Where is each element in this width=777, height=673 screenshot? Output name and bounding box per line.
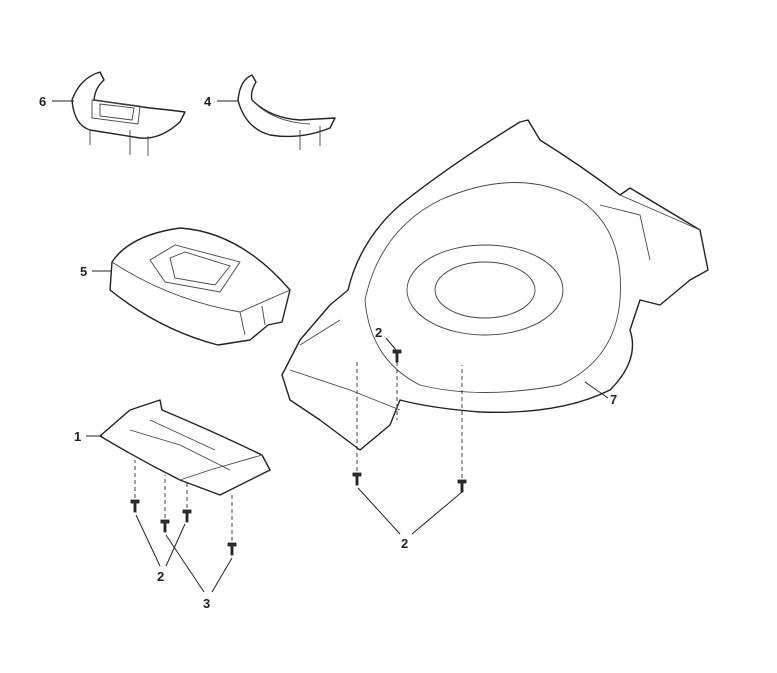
callout-6: 6: [39, 94, 46, 109]
part-7-deck: [281, 119, 709, 451]
part-5-cover: [109, 227, 291, 346]
part-6-handle-cover: [71, 71, 186, 156]
alignment-lines: [134, 355, 463, 548]
callout-7: 7: [610, 392, 617, 407]
callout-1: 1: [74, 429, 81, 444]
leader-lines: [52, 100, 609, 593]
callout-2c: 2: [157, 569, 164, 584]
callout-4: 4: [204, 94, 212, 109]
screws: [130, 349, 467, 556]
part-1-bracket: [99, 399, 271, 496]
callout-3: 3: [203, 596, 210, 611]
callout-5: 5: [80, 264, 87, 279]
callout-2a: 2: [375, 325, 382, 340]
callout-2b: 2: [401, 536, 408, 551]
part-4-handle: [237, 74, 336, 150]
